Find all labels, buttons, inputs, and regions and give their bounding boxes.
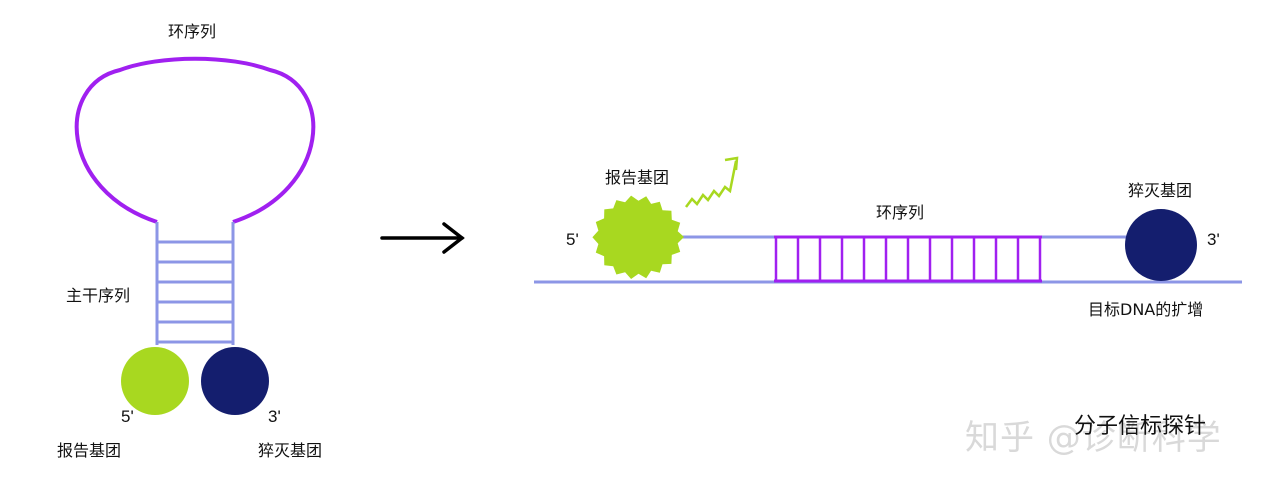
left-reporter-label: 报告基团 bbox=[57, 441, 122, 460]
transition-arrow bbox=[380, 222, 465, 254]
fluorescence-emission-icon bbox=[685, 160, 738, 208]
right-three-prime: 3' bbox=[1207, 230, 1220, 249]
left-five-prime: 5' bbox=[121, 407, 134, 426]
left-three-prime: 3' bbox=[268, 407, 281, 426]
quencher-group-circle-right bbox=[1125, 209, 1197, 281]
left-stem-label: 主干序列 bbox=[66, 286, 131, 305]
right-loop-label: 环序列 bbox=[876, 203, 925, 222]
right-reporter-label: 报告基团 bbox=[605, 168, 670, 187]
watermark-subtitle: 分子信标探针 bbox=[1074, 414, 1207, 439]
hairpin-loop bbox=[74, 56, 316, 224]
reporter-group-circle bbox=[121, 347, 189, 415]
emission-arrowhead-icon bbox=[724, 156, 739, 171]
right-target-label: 目标DNA的扩增 bbox=[1088, 300, 1204, 319]
left-loop-label: 环序列 bbox=[168, 22, 217, 41]
watermark-text: 知乎 @诊断科学 bbox=[965, 418, 1222, 458]
hybridized-region bbox=[774, 235, 1042, 283]
left-quencher-label: 猝灭基团 bbox=[258, 441, 323, 460]
reporter-group-starburst bbox=[592, 195, 684, 279]
hairpin-stem bbox=[155, 222, 235, 345]
right-five-prime: 5' bbox=[566, 230, 579, 249]
right-quencher-label: 猝灭基团 bbox=[1128, 181, 1193, 200]
quencher-group-circle bbox=[201, 347, 269, 415]
